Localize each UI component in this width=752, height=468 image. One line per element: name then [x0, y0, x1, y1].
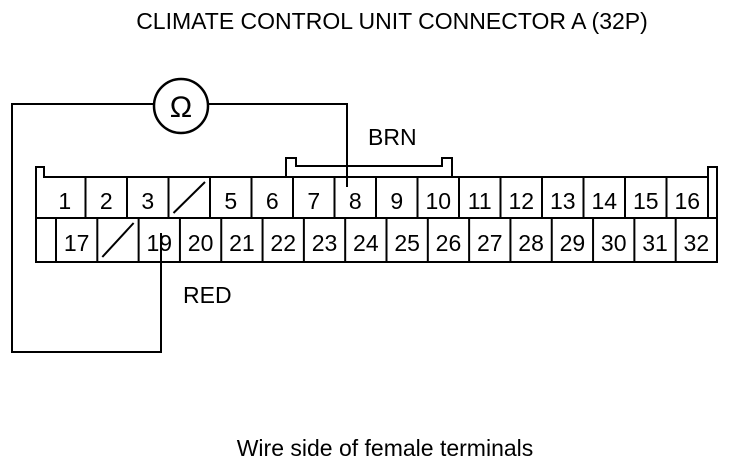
pin-cell-3: 3 [126, 177, 154, 218]
red-test-lead [11, 103, 162, 353]
diagram-title: CLIMATE CONTROL UNIT CONNECTOR A (32P) [136, 8, 648, 34]
pin-cell-24: 24 [344, 218, 379, 262]
brn-wire-label: BRN [368, 124, 417, 150]
pin-number: 23 [312, 230, 338, 256]
ohmmeter-circle [152, 77, 210, 135]
pin-number: 12 [508, 188, 534, 214]
pin-number: 28 [518, 230, 544, 256]
pin-number: 27 [477, 230, 503, 256]
pin-cell-7: 7 [292, 177, 320, 218]
pin-cell-1: 1 [58, 188, 71, 214]
pin-number: 21 [229, 230, 255, 256]
pin-cell-12: 12 [499, 177, 534, 218]
pin-number: 29 [560, 230, 586, 256]
pin-cell-10: 10 [416, 177, 451, 218]
pin-cell-17: 17 [64, 230, 90, 256]
unused-pin-slash [172, 181, 206, 214]
unused-pin-slash [101, 222, 135, 258]
pin-number: 8 [349, 188, 362, 214]
pin-number: 6 [266, 188, 279, 214]
pin-cell-23: 23 [302, 218, 338, 262]
pin-cell-19: 19 [137, 218, 172, 262]
pin-number: 13 [550, 188, 576, 214]
pin-number: 17 [64, 230, 90, 256]
pin-number: 32 [684, 230, 710, 256]
pin-number: 22 [270, 230, 296, 256]
pin-cell-15: 15 [624, 177, 659, 218]
pin-number: 5 [224, 188, 237, 214]
pin-number: 19 [146, 230, 172, 256]
pin-number: 25 [394, 230, 420, 256]
pin-number: 7 [307, 188, 320, 214]
pin-cell-11: 11 [458, 177, 492, 218]
pin-number: 26 [436, 230, 462, 256]
pin-cell-16: 16 [665, 177, 700, 218]
pin-row-bottom: 17 19 20 21 22 23 24 25 26 27 28 29 30 31 32 [55, 218, 710, 262]
pin-cell-14: 14 [582, 177, 617, 218]
pin-number: 30 [601, 230, 627, 256]
pin-cell-26: 26 [426, 218, 462, 262]
pin-number: 9 [390, 188, 403, 214]
pin-number: 20 [188, 230, 214, 256]
pin-number: 16 [674, 188, 700, 214]
pin-number: 10 [425, 188, 451, 214]
pin-number: 24 [353, 230, 379, 256]
pin-cell-30: 30 [592, 218, 627, 262]
pin-cell-20: 20 [178, 218, 214, 262]
pin-cell-22: 22 [261, 218, 296, 262]
pin-cell-29: 29 [550, 218, 586, 262]
pin-cell-21: 21 [220, 218, 255, 262]
pin-number: 14 [591, 188, 617, 214]
pin-cell-28: 28 [509, 218, 544, 262]
pin-cell-13: 13 [541, 177, 576, 218]
red-wire-label: RED [183, 282, 232, 308]
pin-cell-9: 9 [375, 177, 403, 218]
brn-test-lead [208, 103, 348, 187]
pin-number: 15 [633, 188, 659, 214]
empty-pin-cell [167, 177, 206, 218]
pin-number: 31 [642, 230, 668, 256]
pin-cell-32: 32 [674, 218, 710, 262]
pin-cell-8: 8 [333, 177, 362, 218]
ohm-icon: Ω [170, 91, 192, 124]
diagram-caption: Wire side of female terminals [237, 435, 534, 461]
pin-cell-5: 5 [209, 177, 237, 218]
pin-cell-27: 27 [468, 218, 503, 262]
pin-cell-25: 25 [385, 218, 420, 262]
pin-cell-6: 6 [250, 177, 279, 218]
empty-pin-cell [96, 218, 135, 262]
pin-number: 2 [100, 188, 113, 214]
pin-cell-2: 2 [84, 177, 113, 218]
pin-number: 3 [141, 188, 154, 214]
pin-number: 1 [58, 188, 71, 214]
pin-cell-31: 31 [633, 218, 668, 262]
pin-number: 11 [468, 188, 492, 214]
